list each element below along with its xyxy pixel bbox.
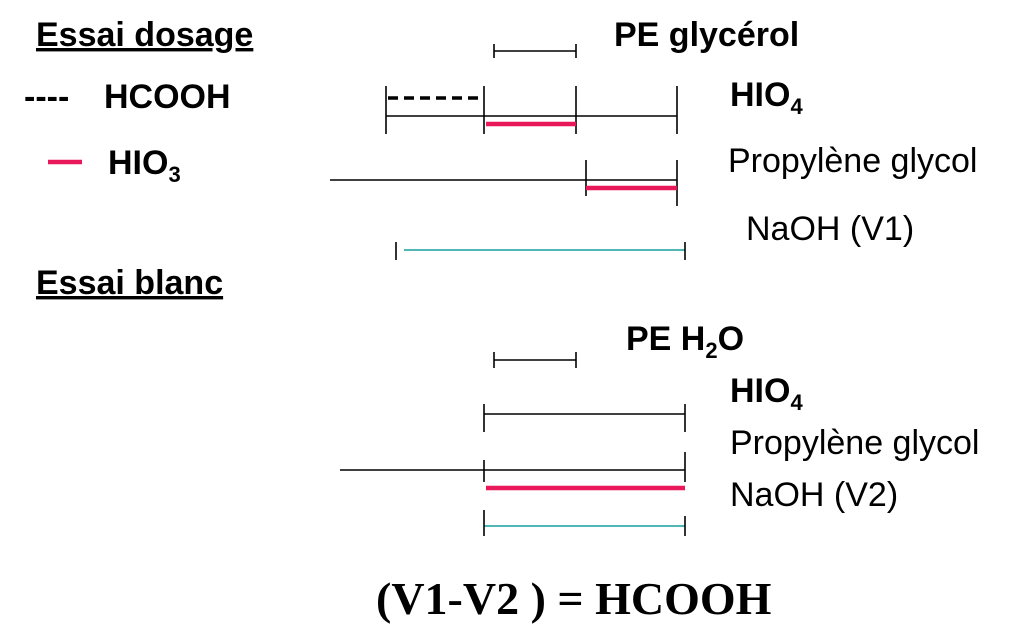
blanc-hio4-bar — [483, 404, 686, 432]
blanc-naoh-bar — [483, 510, 686, 536]
heading-essai-blanc: Essai blanc — [36, 264, 223, 302]
heading-essai-dosage: Essai dosage — [36, 16, 253, 54]
result-formula: (V1-V2 ) = HCOOH — [376, 573, 772, 624]
blanc-propylene-label: Propylène glycol — [730, 424, 979, 462]
dosage-pe-bar — [493, 44, 577, 58]
blanc-propylene-bar — [340, 452, 686, 482]
blanc-pe-label: PE H2O — [626, 320, 744, 363]
blanc-pe-bar — [493, 352, 577, 368]
dosage-pe-label: PE glycérol — [614, 16, 799, 54]
legend-hcooh-label: HCOOH — [104, 78, 231, 116]
dosage-hio4-bar — [385, 86, 678, 134]
dosage-naoh-bar — [395, 242, 686, 260]
dosage-hio4-label: HIO4 — [730, 76, 803, 119]
legend-hcooh-dash: ---- — [24, 78, 69, 116]
dosage-propylene-bar — [330, 160, 678, 206]
blanc-hio4-label: HIO4 — [730, 372, 803, 415]
dosage-naoh-label: NaOH (V1) — [746, 210, 914, 248]
dosage-propylene-label: Propylène glycol — [728, 142, 977, 180]
blanc-naoh-label: NaOH (V2) — [730, 476, 898, 514]
legend-hio3-label: HIO3 — [108, 144, 181, 187]
